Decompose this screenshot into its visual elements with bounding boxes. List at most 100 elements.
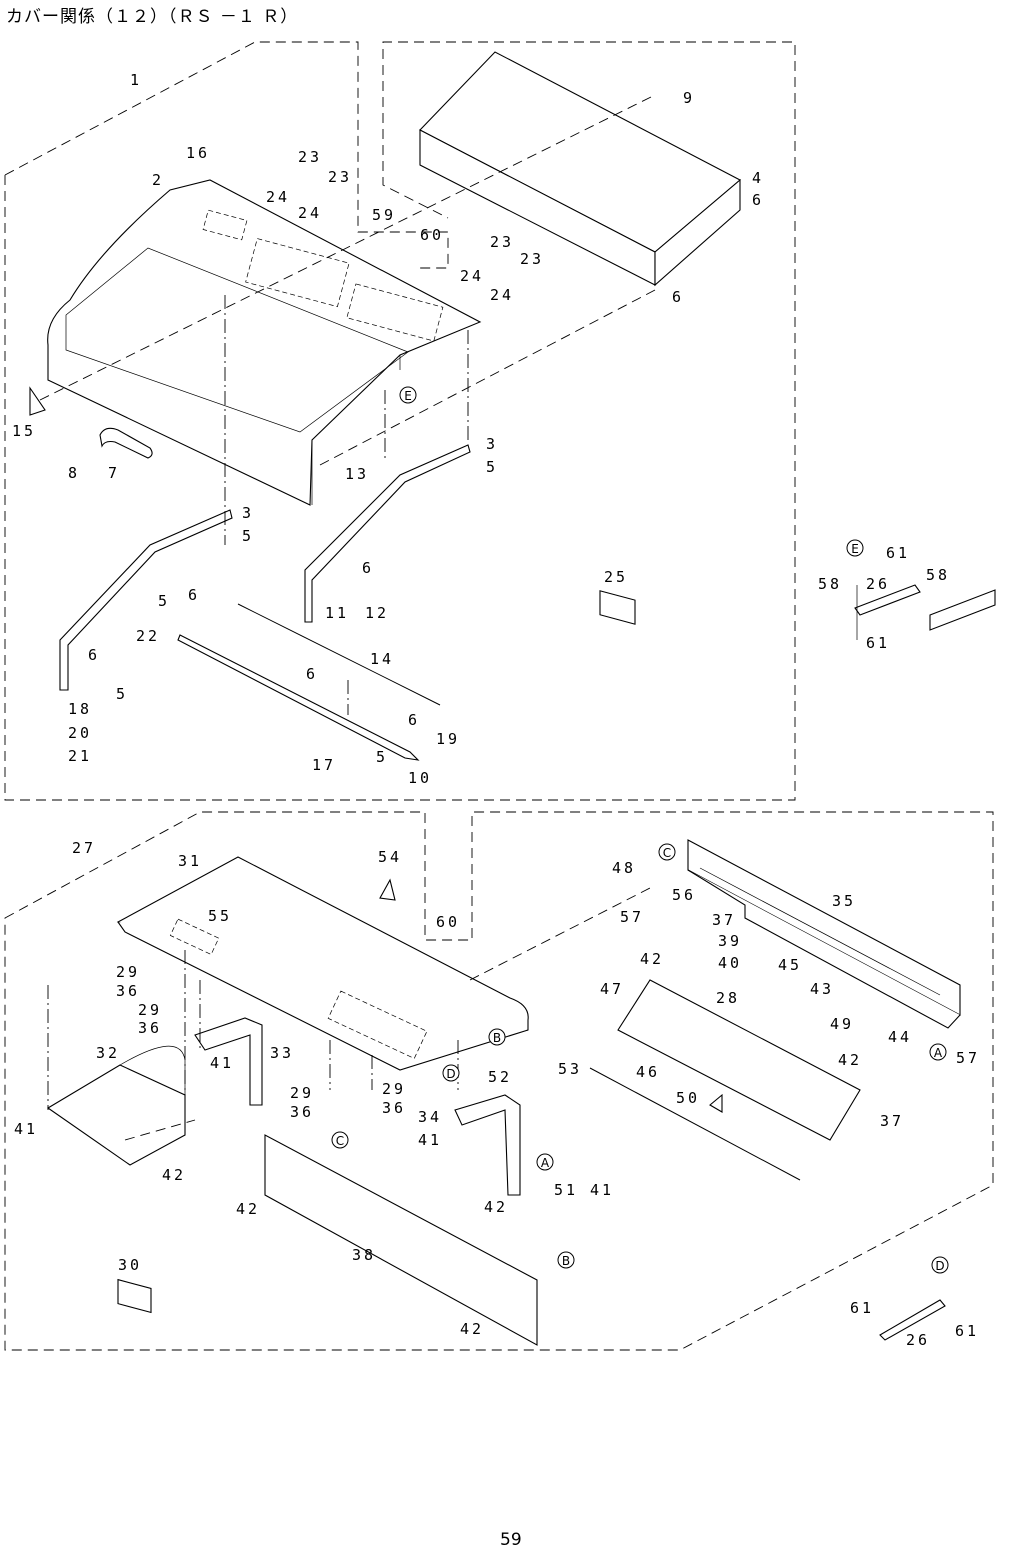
- arm-part-3-left: [59, 509, 233, 691]
- svg-text:C: C: [663, 846, 671, 860]
- part-label: 42: [640, 950, 664, 968]
- part-label: 9: [683, 89, 695, 107]
- part-label: 46: [636, 1063, 660, 1081]
- part-label: 57: [620, 908, 644, 926]
- part-label: 29: [116, 963, 140, 981]
- part-label: 58: [926, 566, 950, 584]
- part-label: 21: [68, 747, 92, 765]
- part-label: 29: [382, 1080, 406, 1098]
- part-label: 61: [955, 1322, 979, 1340]
- decal-part-25: [599, 590, 636, 625]
- part-label: 43: [810, 980, 834, 998]
- part-label: 41: [590, 1181, 614, 1199]
- detail-d: [879, 1299, 946, 1341]
- part-label: 57: [956, 1049, 980, 1067]
- handle-part-7: [99, 427, 153, 459]
- part-label: 8: [68, 464, 80, 482]
- part-label: 51: [554, 1181, 578, 1199]
- part-label: 23: [298, 148, 322, 166]
- bracket-part-33: [194, 1017, 263, 1106]
- ref-mark-c-2: C: [331, 1131, 349, 1149]
- rod-part-14: [237, 603, 441, 706]
- part-label: 6: [672, 288, 684, 306]
- decal-part-30: [117, 1278, 152, 1314]
- bar-part-22: [177, 634, 420, 761]
- svg-text:B: B: [493, 1031, 501, 1045]
- part-label: 55: [208, 907, 232, 925]
- part-label: 6: [752, 191, 764, 209]
- svg-text:A: A: [541, 1156, 550, 1170]
- part-label: 54: [378, 848, 402, 866]
- svg-text:A: A: [934, 1046, 943, 1060]
- part-label: 48: [612, 859, 636, 877]
- part-label: 6: [362, 559, 374, 577]
- part-label: 29: [138, 1001, 162, 1019]
- part-label: 25: [604, 568, 628, 586]
- part-label: 58: [818, 575, 842, 593]
- part-label: 36: [116, 982, 140, 1000]
- ref-mark-a-2: A: [929, 1043, 947, 1061]
- part-label: 60: [436, 913, 460, 931]
- part-label: 22: [136, 627, 160, 645]
- part-label: 13: [345, 465, 369, 483]
- part-label: 61: [866, 634, 890, 652]
- part-label: 37: [880, 1112, 904, 1130]
- part-label: 34: [418, 1108, 442, 1126]
- part-label: 11: [325, 604, 349, 622]
- part-label: 41: [418, 1131, 442, 1149]
- page-title: カバー関係（１２）（ＲＳ －１ Ｒ）: [6, 7, 299, 27]
- part-label: 35: [832, 892, 856, 910]
- part-label: 3: [486, 435, 498, 453]
- part-label: 18: [68, 700, 92, 718]
- warning-label-part-50: [709, 1093, 723, 1113]
- part-label: 3: [242, 504, 254, 522]
- part-label: 53: [558, 1060, 582, 1078]
- ref-mark-d: D: [442, 1064, 460, 1082]
- svg-text:D: D: [935, 1259, 944, 1273]
- part-label: 15: [12, 422, 36, 440]
- cover-part-2: [47, 179, 482, 506]
- part-label: 17: [312, 756, 336, 774]
- part-label: 16: [186, 144, 210, 162]
- detail-e: [854, 584, 996, 640]
- group-27-boundary: [4, 811, 994, 1351]
- part-label: 23: [490, 233, 514, 251]
- cover-part-31: [116, 856, 529, 1071]
- part-label: 38: [352, 1246, 376, 1264]
- part-label: 2: [152, 171, 164, 189]
- part-label: 5: [242, 527, 254, 545]
- part-label: 61: [850, 1299, 874, 1317]
- part-label: 42: [162, 1166, 186, 1184]
- part-label: 23: [520, 250, 544, 268]
- centerline-lower: [47, 950, 459, 1135]
- part-label: 10: [408, 769, 432, 787]
- part-label: 5: [376, 748, 388, 766]
- cover-part-4: [419, 51, 741, 287]
- part-label: 31: [178, 852, 202, 870]
- part-label: 32: [96, 1044, 120, 1062]
- part-label: 4: [752, 169, 764, 187]
- part-label: 26: [866, 575, 890, 593]
- part-label: 19: [436, 730, 460, 748]
- plate-part-28: [617, 979, 861, 1141]
- part-label: 45: [778, 956, 802, 974]
- ref-mark-e-detail: E: [846, 539, 864, 557]
- part-label: 61: [886, 544, 910, 562]
- svg-text:C: C: [336, 1134, 344, 1148]
- warning-label-part-54: [379, 878, 396, 901]
- part-label: 20: [68, 724, 92, 742]
- warning-label-part-15: [29, 386, 46, 416]
- leader-dash-lower: [124, 887, 651, 1141]
- part-label: 50: [676, 1089, 700, 1107]
- part-label: 42: [838, 1051, 862, 1069]
- part-label: 5: [116, 685, 128, 703]
- part-label: 59: [372, 206, 396, 224]
- part-label: 36: [138, 1019, 162, 1037]
- part-label: 44: [888, 1028, 912, 1046]
- part-label: 5: [158, 592, 170, 610]
- ref-mark-d-detail: D: [931, 1256, 949, 1274]
- svg-text:B: B: [562, 1254, 570, 1268]
- frame-part-35: [687, 839, 961, 1029]
- part-label: 6: [306, 665, 318, 683]
